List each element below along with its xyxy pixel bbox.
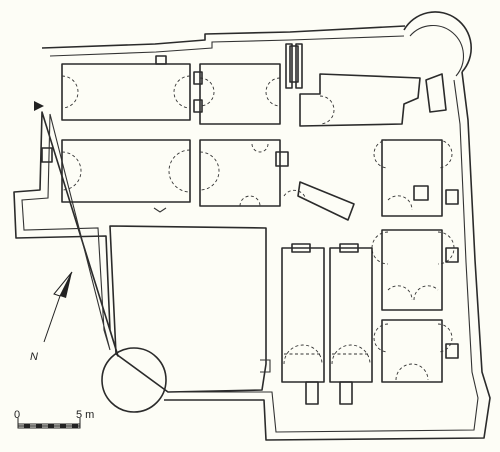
stair-wall-a xyxy=(285,43,293,89)
vault-lines-east-3 xyxy=(373,323,453,381)
scale-bar-seg-5 xyxy=(72,424,78,428)
courtyard-door xyxy=(260,359,271,373)
round-tower-southwest xyxy=(101,347,167,413)
entrance-marker xyxy=(34,101,44,111)
recess-east-1 xyxy=(413,185,429,201)
vault-lines-middle xyxy=(199,151,261,207)
pillar-middle xyxy=(275,151,289,167)
scale-bar-seg-1 xyxy=(24,424,30,428)
courtyard xyxy=(109,225,267,393)
stair-wall-b xyxy=(295,43,303,89)
door-south-b xyxy=(339,243,359,253)
chamber-east-3 xyxy=(381,319,443,383)
window-east-3 xyxy=(445,343,459,359)
door-arc-passage xyxy=(283,189,307,201)
window-east-2 xyxy=(445,247,459,263)
niche-west xyxy=(153,207,167,213)
vault-lines-west xyxy=(61,149,191,193)
round-tower-northeast xyxy=(403,11,472,73)
round-tower-northeast-inner xyxy=(409,24,465,77)
door-south-a xyxy=(291,243,311,253)
outer-enclosure-inner-line xyxy=(21,35,479,433)
north-arrow-shaft xyxy=(43,295,61,343)
hall-south-b xyxy=(329,247,373,383)
vault-lines-northwest xyxy=(61,75,191,109)
vault-lines-east-1 xyxy=(373,139,453,211)
window-east-1 xyxy=(445,189,459,205)
room-north-middle xyxy=(199,63,281,125)
north-arrow: N xyxy=(30,271,73,363)
door-arc-middle xyxy=(251,143,269,153)
chamber-east-1 xyxy=(381,139,443,217)
vault-lines-south-b xyxy=(331,344,371,365)
pier-north-a xyxy=(193,71,203,85)
hall-northwest xyxy=(61,63,191,121)
hall-south-a xyxy=(281,247,325,383)
scale-bar: 0 5 m xyxy=(14,409,94,429)
vault-lines-south-a xyxy=(283,344,323,365)
chamber-east-2 xyxy=(381,229,443,311)
north-arrow-label: N xyxy=(30,351,38,363)
scale-bar-seg-3 xyxy=(48,424,54,428)
window-west xyxy=(41,147,53,163)
scale-bar-end-label: 5 m xyxy=(76,409,94,421)
stair-passage xyxy=(289,45,299,83)
doorway-northwest xyxy=(155,55,167,65)
scale-bar-start-label: 0 xyxy=(14,409,20,421)
diagonal-passage xyxy=(297,181,355,221)
latrine-south-a xyxy=(305,381,319,405)
room-northeast xyxy=(299,73,421,127)
wall-block-northeast xyxy=(425,73,447,113)
scale-bar-seg-2 xyxy=(36,424,42,428)
latrine-south-b xyxy=(339,381,353,405)
north-arrow-head-outline xyxy=(53,271,73,297)
room-middle xyxy=(199,139,281,207)
vault-lines-north-middle xyxy=(199,77,281,107)
pier-north-b xyxy=(193,99,203,113)
outer-enclosure-wall xyxy=(13,25,491,441)
scale-bar-seg-4 xyxy=(60,424,66,428)
hall-west xyxy=(61,139,191,203)
vault-lines-northeast xyxy=(319,95,335,125)
